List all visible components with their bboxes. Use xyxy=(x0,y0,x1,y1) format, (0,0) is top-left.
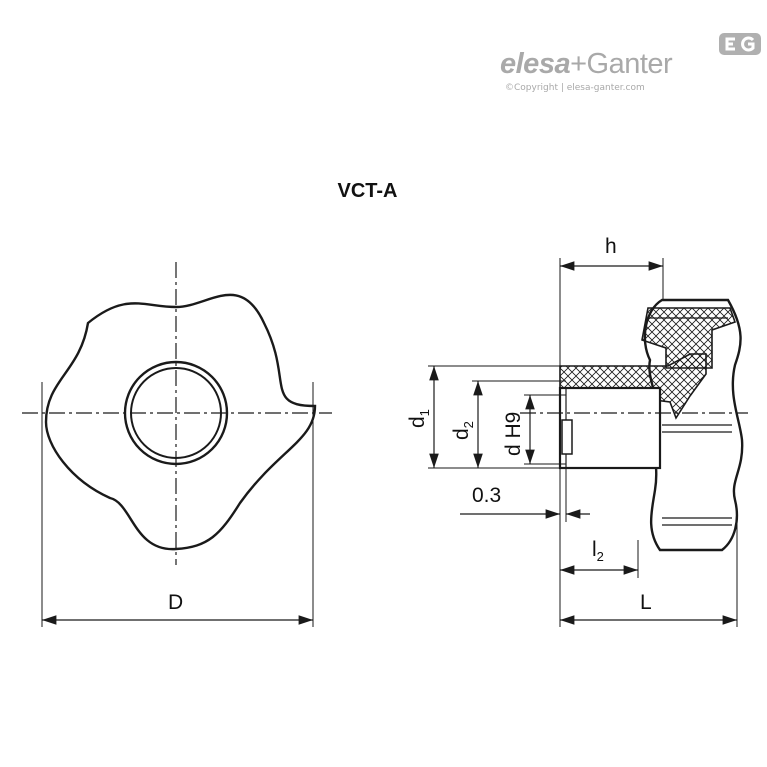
label-dH9: d H9 xyxy=(502,412,525,456)
bore-bushing xyxy=(561,419,573,455)
star-knob-outline xyxy=(44,293,317,551)
ce-badge-icon xyxy=(719,33,761,55)
label-h: h xyxy=(605,235,617,258)
label-L: L xyxy=(640,591,652,614)
label-gap: 0.3 xyxy=(472,484,501,507)
label-D: D xyxy=(168,591,183,614)
brand-logo: elesa+Ganter ©Copyright | elesa-ganter.c… xyxy=(500,33,761,100)
brand-name: elesa+Ganter xyxy=(500,48,673,80)
hatched-cap xyxy=(641,307,737,369)
label-d2: d2 xyxy=(450,421,476,440)
label-l2: l2 xyxy=(592,538,604,564)
brand-copyright: ©Copyright | elesa-ganter.com xyxy=(505,83,645,93)
side-view: h d1 d2 d H9 0.3 l2 L xyxy=(406,235,748,627)
drawing-title: VCT-A xyxy=(337,180,398,202)
boss-shaft xyxy=(558,386,662,470)
front-view: D xyxy=(22,262,332,627)
label-d1: d1 xyxy=(406,409,432,428)
